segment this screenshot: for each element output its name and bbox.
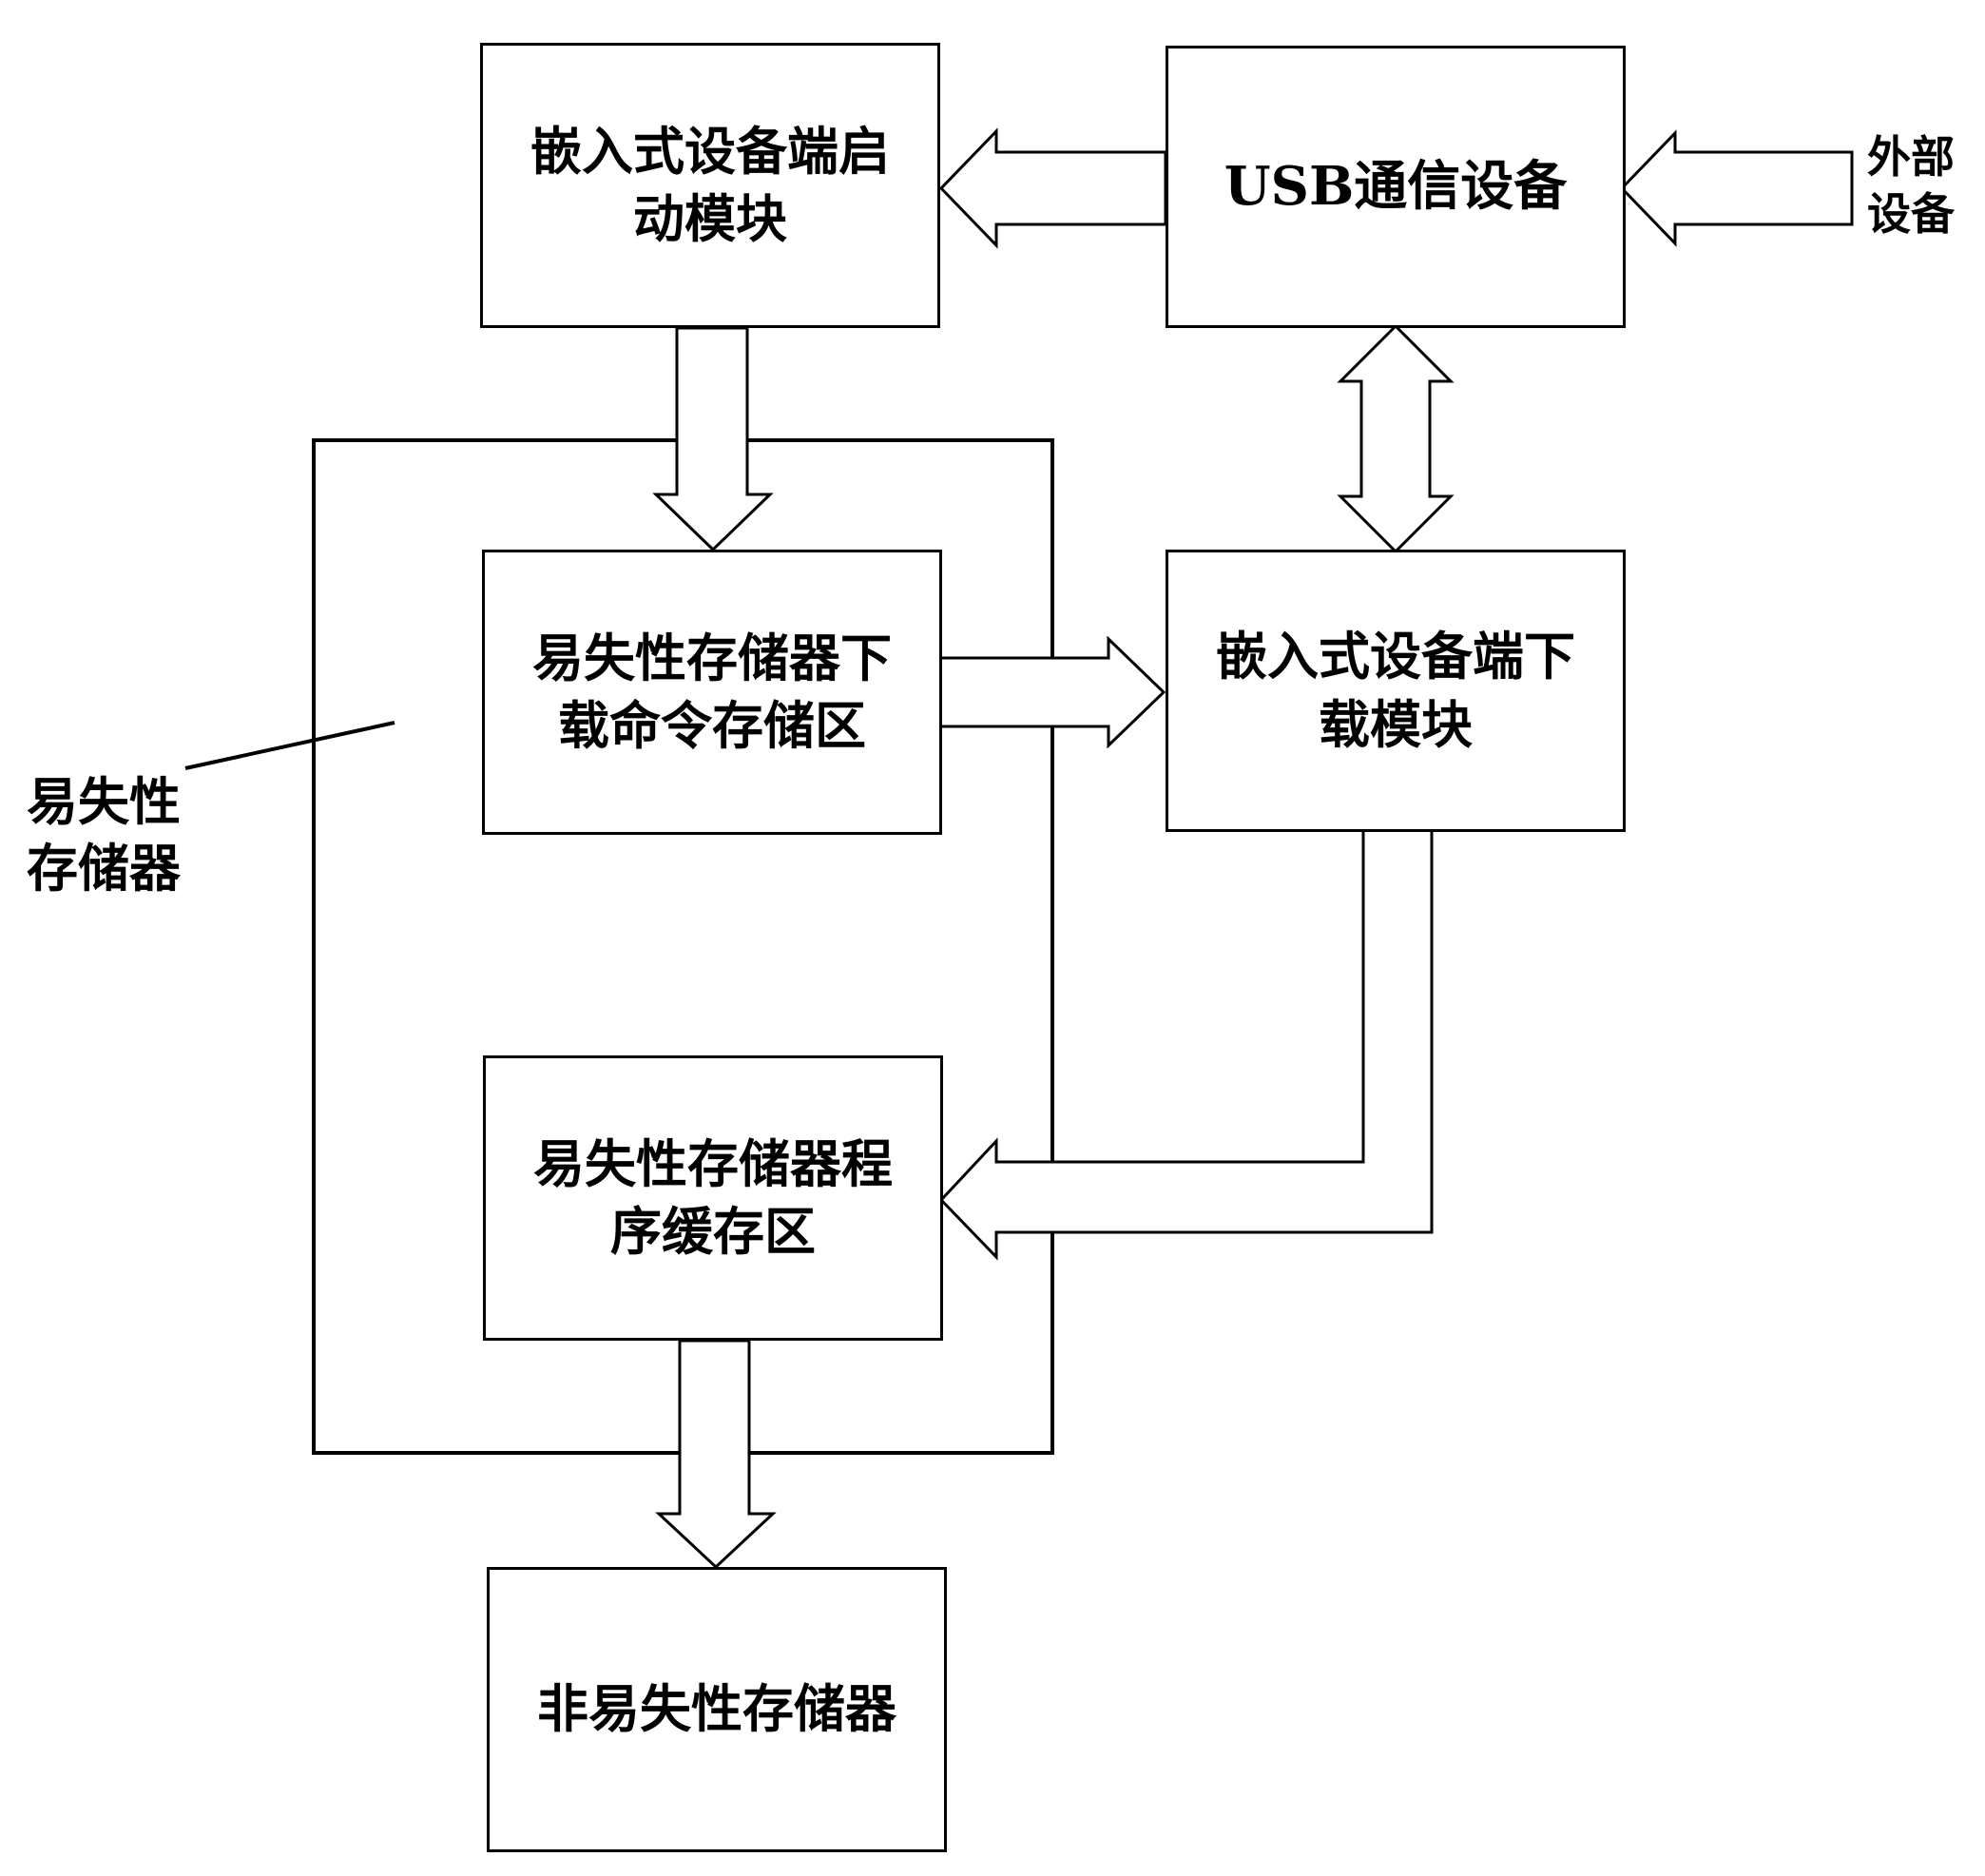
download-cmd-area-text-2: 载命令存储区 (558, 695, 866, 756)
external-device-text-2: 设备 (1867, 187, 1955, 240)
nonvolatile-memory-box: 非易失性存储器 (487, 1567, 947, 1852)
download-module-box: 嵌入式设备端下 载模块 (1166, 550, 1626, 832)
program-buffer-text-1: 易失性存储器程 (533, 1132, 893, 1194)
arrow-cmd-area-to-download (937, 635, 1166, 749)
program-buffer-box: 易失性存储器程 序缓存区 (483, 1055, 943, 1341)
download-module-text-2: 载模块 (1319, 693, 1473, 755)
download-cmd-area-text-1: 易失性存储器下 (532, 627, 892, 688)
boot-module-text-2: 动模块 (633, 188, 787, 249)
program-buffer-text-2: 序缓存区 (610, 1201, 816, 1262)
arrow-download-to-buffer (938, 828, 1434, 1261)
arrow-usb-to-boot (938, 127, 1167, 249)
download-module-text-1: 嵌入式设备端下 (1216, 626, 1575, 687)
external-device-label: 外部 设备 (1867, 129, 1955, 243)
download-cmd-area-box: 易失性存储器下 载命令存储区 (482, 550, 942, 835)
arrow-external-to-usb (1619, 129, 1854, 247)
arrow-usb-download-bidirectional (1337, 323, 1455, 554)
usb-device-box: USB通信设备 (1166, 46, 1626, 328)
boot-module-box: 嵌入式设备端启 动模块 (480, 43, 940, 328)
volatile-memory-label: 易失性 存储器 (27, 768, 181, 901)
volatile-memory-leader-line (184, 721, 395, 770)
nonvolatile-memory-text: 非易失性存储器 (537, 1678, 896, 1740)
boot-module-text-1: 嵌入式设备端启 (530, 120, 890, 182)
volatile-memory-text-2: 存储器 (27, 838, 181, 899)
external-device-text-1: 外部 (1867, 131, 1955, 183)
arrow-buffer-to-nonvolatile (655, 1339, 777, 1570)
usb-device-text: USB通信设备 (1224, 154, 1568, 218)
volatile-memory-text-1: 易失性 (27, 771, 181, 832)
arrow-boot-to-cmd-area (652, 326, 774, 552)
